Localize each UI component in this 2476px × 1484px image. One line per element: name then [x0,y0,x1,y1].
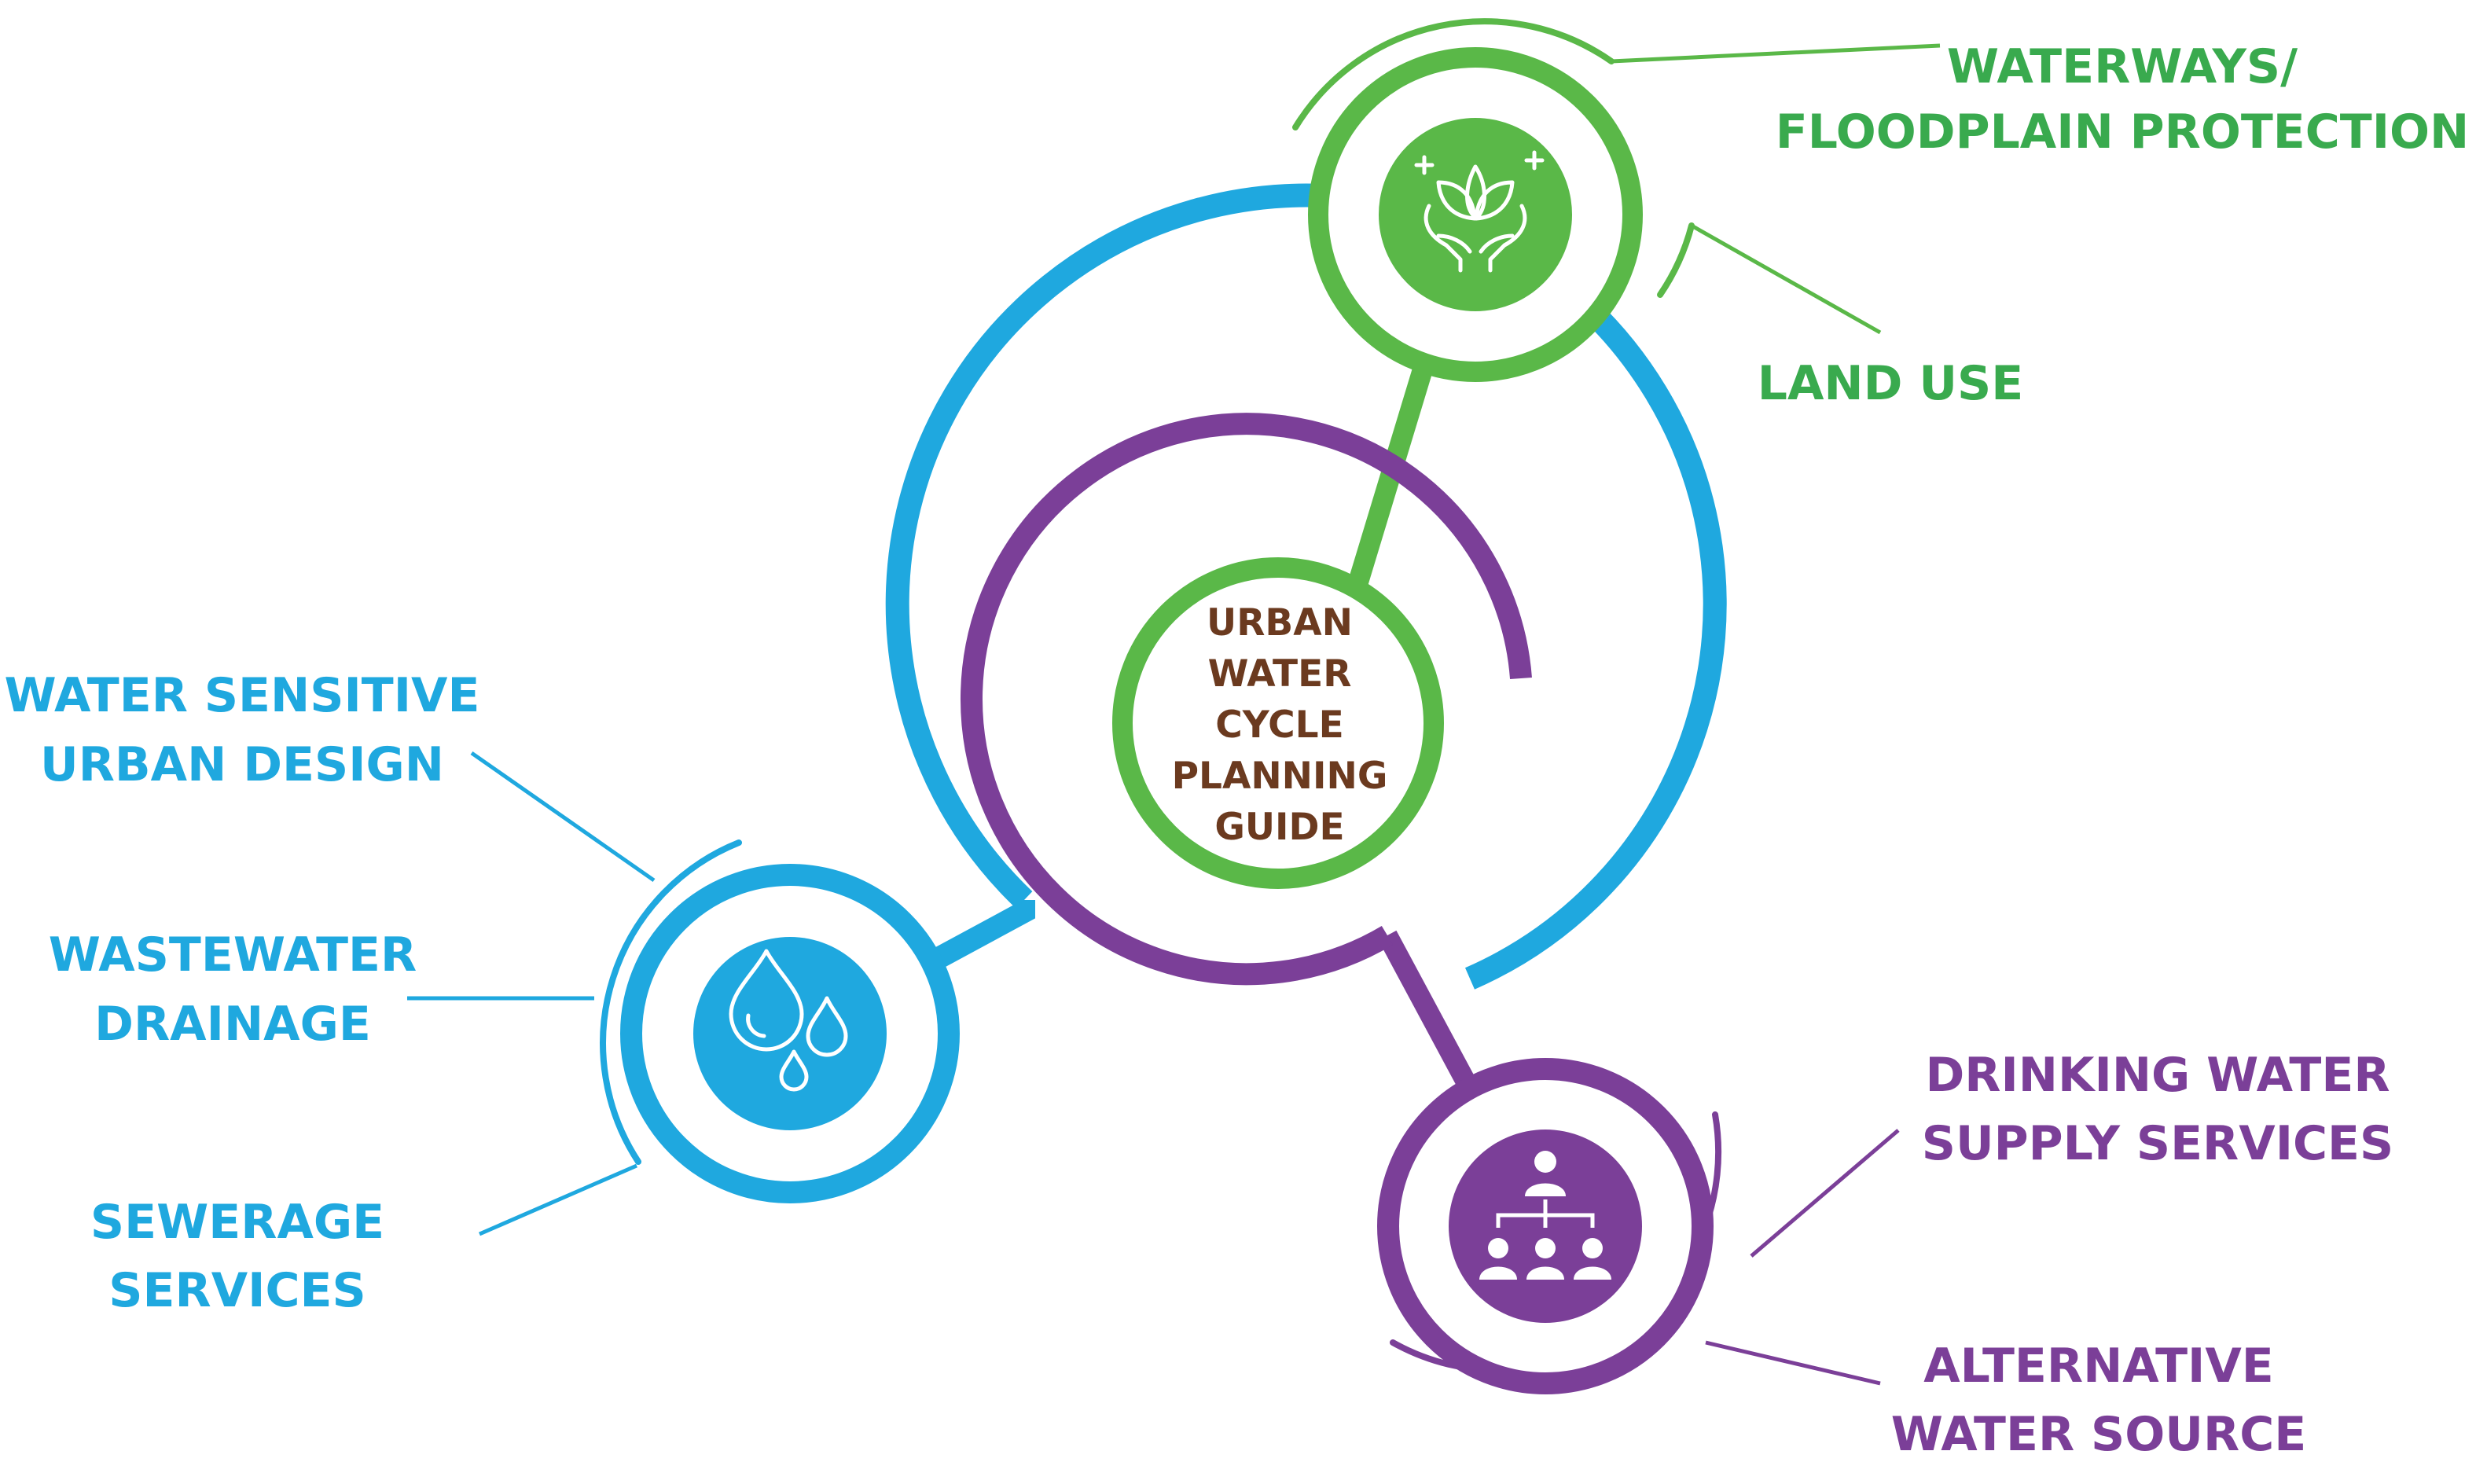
wastewater-label-line-1: WASTEWATER [49,928,417,983]
blue-outer-arc [600,839,742,1165]
green-outer-arc-right [1657,222,1695,298]
sewerage-leader [479,1163,637,1236]
water-node [407,751,960,1236]
sewerage-label-line-2: SERVICES [108,1263,366,1318]
wsud-label-line-1: WATER SENSITIVE [5,668,480,723]
wastewater-label: WASTEWATER DRAINAGE [49,928,417,1052]
alternative-leader [1705,1340,1881,1386]
alternative-label-line-1: ALTERNATIVE [1923,1339,2274,1394]
waterways-leader [1611,43,1941,64]
land-use-label: LAND USE [1758,356,2024,411]
drinking-label: DRINKING WATER SUPPLY SERVICES [1922,1048,2394,1171]
environment-node [1292,18,1941,382]
sewerage-label-line-1: SEWERAGE [90,1195,384,1250]
waterways-label-line-2: FLOODPLAIN PROTECTION [1776,105,2470,160]
water-drops-icon [729,949,848,1092]
hands-holding-leaves-icon [1414,150,1545,273]
drinking-leader [1750,1129,1900,1258]
drinking-label-line-1: DRINKING WATER [1925,1048,2390,1103]
center-title-line-4: PLANNING [1172,755,1388,798]
green-outer-arc [1292,18,1615,130]
center-title-line-1: URBAN [1207,601,1353,645]
purple-connector [1378,930,1483,1102]
blue-node-fill [693,937,887,1130]
center-title-line-2: WATER [1208,652,1352,696]
blue-connector [931,900,1035,969]
purple-middle-ring [961,413,1532,986]
center-title-line-3: CYCLE [1215,703,1343,747]
center-title: URBAN WATER CYCLE PLANNING GUIDE [1172,601,1388,849]
organization-hierarchy-icon [1479,1151,1611,1280]
center-circle [1112,557,1444,889]
wsud-label: WATER SENSITIVE URBAN DESIGN [5,668,480,792]
waterways-label-line-1: WATERWAYS/ [1947,39,2298,94]
land-use-leader [1690,223,1882,335]
wsud-leader [470,751,656,883]
wsud-label-line-2: URBAN DESIGN [40,737,444,792]
services-node [1377,1058,1900,1394]
center-title-line-5: GUIDE [1214,806,1344,849]
alternative-label-line-2: WATER SOURCE [1891,1407,2306,1462]
wastewater-label-line-2: DRAINAGE [94,997,371,1052]
alternative-label: ALTERNATIVE WATER SOURCE [1891,1339,2306,1462]
sewerage-label: SEWERAGE SERVICES [90,1195,384,1318]
waterways-label: WATERWAYS/ FLOODPLAIN PROTECTION [1776,39,2470,160]
drinking-label-line-2: SUPPLY SERVICES [1922,1116,2394,1171]
